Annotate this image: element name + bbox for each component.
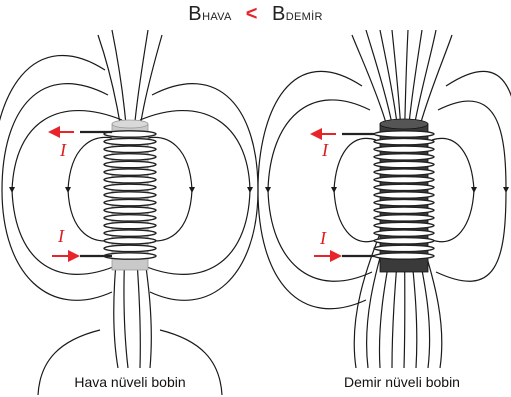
coil-turn <box>104 169 156 175</box>
coil-turn <box>374 230 434 236</box>
coil-turn <box>104 215 156 221</box>
iron-coil-caption: Demir nüveli bobin <box>302 374 502 390</box>
coil-turn <box>374 245 434 251</box>
coil-turn <box>104 138 156 144</box>
coil-turn <box>374 131 434 137</box>
coil-turn <box>374 161 434 167</box>
coil-turn <box>374 177 434 183</box>
coil-turn <box>374 192 434 198</box>
coil-turn <box>374 207 434 213</box>
coil-turn <box>374 138 434 144</box>
coil-turn <box>104 207 156 213</box>
air-coil-windings <box>104 131 156 259</box>
coil-turn <box>104 222 156 228</box>
air-coil-caption: Hava nüveli bobin <box>30 374 230 390</box>
coil-turn <box>104 238 156 244</box>
coil-turn <box>104 199 156 205</box>
coil-turn <box>104 154 156 160</box>
coil-turn <box>374 199 434 205</box>
coil-turn <box>104 146 156 152</box>
coil-turn <box>104 161 156 167</box>
coil-turn <box>374 154 434 160</box>
coil-turn <box>374 146 434 152</box>
iron-current-label-bottom: I <box>320 228 326 249</box>
coil-turn <box>374 238 434 244</box>
iron-current-label-top: I <box>322 140 328 161</box>
air-current-label-bottom: I <box>58 226 64 247</box>
coil-turn <box>104 184 156 190</box>
coil-turn <box>104 177 156 183</box>
air-coil-body <box>52 120 156 270</box>
coil-turn <box>104 245 156 251</box>
coil-turn <box>374 169 434 175</box>
iron-coil-body <box>314 119 434 272</box>
coil-turn <box>374 222 434 228</box>
coil-turn <box>374 253 434 259</box>
coil-turn <box>374 184 434 190</box>
coil-turn <box>104 192 156 198</box>
coil-turn <box>374 215 434 221</box>
iron-coil-windings <box>374 131 434 259</box>
air-current-label-top: I <box>60 140 66 161</box>
coil-turn <box>104 230 156 236</box>
